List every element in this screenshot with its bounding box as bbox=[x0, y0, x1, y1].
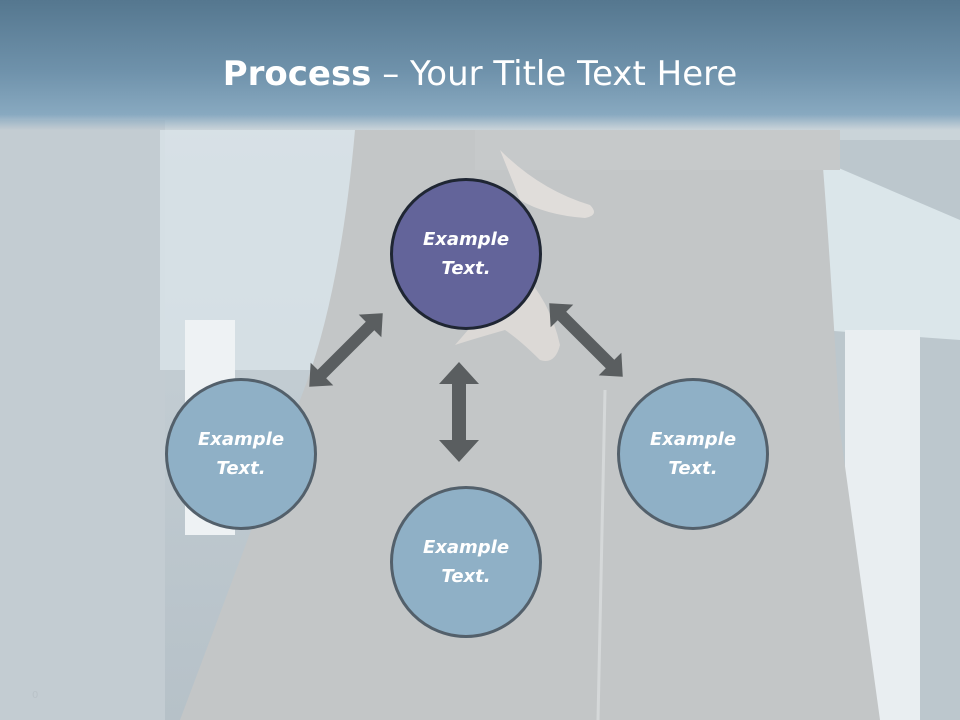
process-node-right: Example Text. bbox=[617, 378, 769, 530]
node-label: Example Text. bbox=[422, 229, 510, 279]
title-bar bbox=[0, 0, 960, 130]
title-rest-part: – Your Title Text Here bbox=[371, 54, 738, 94]
node-label: Example Text. bbox=[422, 537, 510, 587]
node-label: Example Text. bbox=[649, 429, 737, 479]
title-bold-part: Process bbox=[222, 54, 372, 94]
slide-title: Process – Your Title Text Here bbox=[0, 48, 960, 100]
node-label: Example Text. bbox=[197, 429, 285, 479]
process-node-bottom: Example Text. bbox=[390, 486, 542, 638]
process-node-top: Example Text. bbox=[390, 178, 542, 330]
process-node-left: Example Text. bbox=[165, 378, 317, 530]
page-number: 0 bbox=[32, 690, 39, 701]
